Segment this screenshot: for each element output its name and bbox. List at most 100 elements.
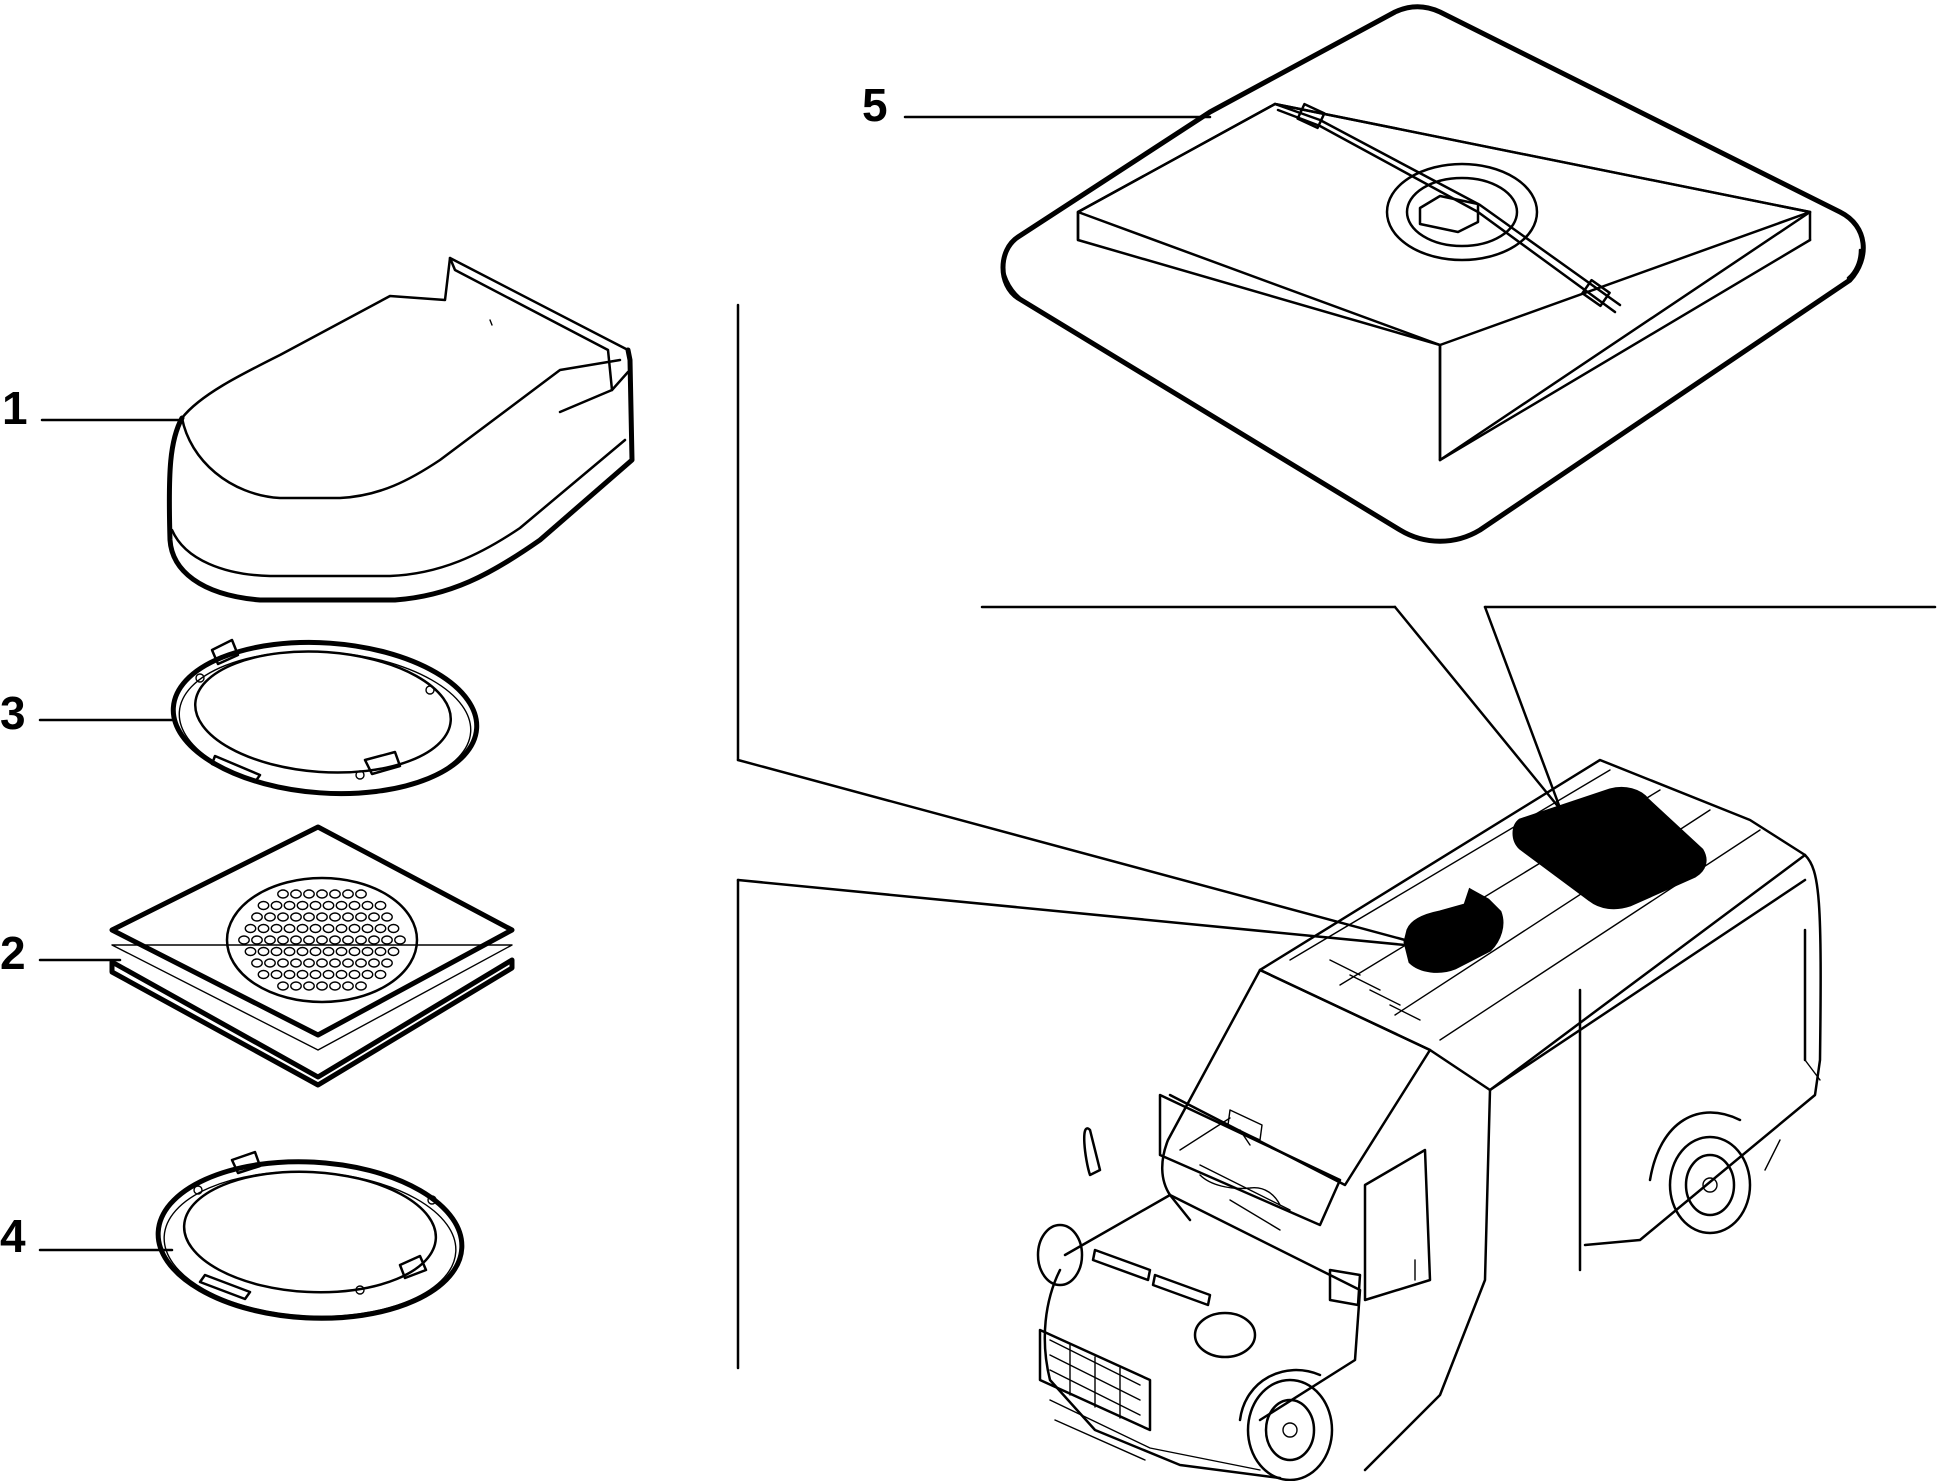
grille-hole [329, 935, 341, 945]
grille-hole [264, 958, 276, 968]
grille-hole [381, 912, 393, 922]
callout-2: 2 [0, 927, 26, 979]
grille-hole [290, 912, 302, 922]
callout-1: 1 [2, 382, 28, 434]
grille-hole [303, 912, 315, 922]
grille-hole [342, 889, 354, 899]
grille-hole [296, 900, 309, 911]
grille-hole [270, 969, 283, 980]
callout-5: 5 [862, 79, 888, 131]
grille-hole [361, 946, 374, 957]
grille-hole [335, 923, 348, 934]
grille-hole [368, 958, 380, 968]
grille-hole [244, 923, 257, 934]
callout-4: 4 [0, 1210, 26, 1262]
grille-hole [361, 969, 374, 980]
grille-hole [381, 958, 393, 968]
grille-hole [348, 900, 361, 911]
grille-hole [303, 935, 315, 945]
grille-hole [296, 946, 309, 957]
grille-hole [374, 900, 387, 911]
part-2-grille [109, 824, 515, 1088]
grille-hole [322, 969, 335, 980]
grille-hole [309, 923, 322, 934]
roof-panel-highlight [1512, 786, 1707, 910]
grille-hole [277, 935, 289, 945]
grille-hole [238, 935, 250, 945]
grille-hole [251, 958, 263, 968]
grille-hole [257, 923, 270, 934]
grille-hole [355, 912, 367, 922]
grille-hole [355, 889, 367, 899]
grille-hole [368, 935, 380, 945]
grille-hole [316, 889, 328, 899]
grille-hole [251, 912, 263, 922]
grille-hole [257, 946, 270, 957]
grille-hole [270, 923, 283, 934]
callout-3: 3 [0, 687, 26, 739]
grille-hole [244, 946, 257, 957]
grille-hole [342, 935, 354, 945]
grille-hole [329, 912, 341, 922]
grille-hole [361, 923, 374, 934]
grille-hole [270, 900, 283, 911]
grille-hole [290, 981, 302, 991]
part-4-ring [155, 1150, 465, 1321]
grille-hole [329, 958, 341, 968]
grille-hole [335, 946, 348, 957]
grille-hole [381, 935, 393, 945]
roof-speaker-highlight [1403, 887, 1504, 973]
grille-hole [316, 912, 328, 922]
grille-hole [374, 946, 387, 957]
grille-hole [264, 912, 276, 922]
grille-holes [238, 889, 406, 991]
view-leader-lines [736, 303, 1937, 1370]
grille-hole [316, 935, 328, 945]
grille-hole [316, 981, 328, 991]
grille-hole [283, 900, 296, 911]
grille-hole [283, 946, 296, 957]
grille-hole [329, 889, 341, 899]
grille-hole [355, 935, 367, 945]
grille-hole [296, 923, 309, 934]
grille-hole [303, 889, 315, 899]
grille-hole [303, 958, 315, 968]
grille-hole [348, 946, 361, 957]
grille-hole [374, 969, 387, 980]
grille-hole [309, 969, 322, 980]
grille-hole [342, 981, 354, 991]
grille-hole [342, 958, 354, 968]
grille-hole [251, 935, 263, 945]
grille-hole [309, 946, 322, 957]
grille-hole [309, 900, 322, 911]
grille-hole [322, 900, 335, 911]
grille-hole [348, 969, 361, 980]
grille-hole [316, 958, 328, 968]
grille-hole [283, 923, 296, 934]
grille-hole [257, 900, 270, 911]
grille-hole [277, 889, 289, 899]
grille-hole [283, 969, 296, 980]
grille-hole [361, 900, 374, 911]
grille-hole [335, 900, 348, 911]
grille-hole [342, 912, 354, 922]
grille-hole [303, 981, 315, 991]
grille-hole [335, 969, 348, 980]
grille-hole [290, 935, 302, 945]
grille-hole [348, 923, 361, 934]
van-illustration [1036, 758, 1822, 1481]
grille-hole [387, 923, 400, 934]
grille-hole [264, 935, 276, 945]
grille-hole [387, 946, 400, 957]
grille-hole [257, 969, 270, 980]
part-1-housing [166, 256, 635, 603]
grille-hole [296, 969, 309, 980]
grille-hole [277, 981, 289, 991]
grille-hole [394, 935, 406, 945]
grille-hole [322, 946, 335, 957]
grille-hole [277, 958, 289, 968]
grille-hole [329, 981, 341, 991]
grille-hole [277, 912, 289, 922]
grille-hole [355, 958, 367, 968]
